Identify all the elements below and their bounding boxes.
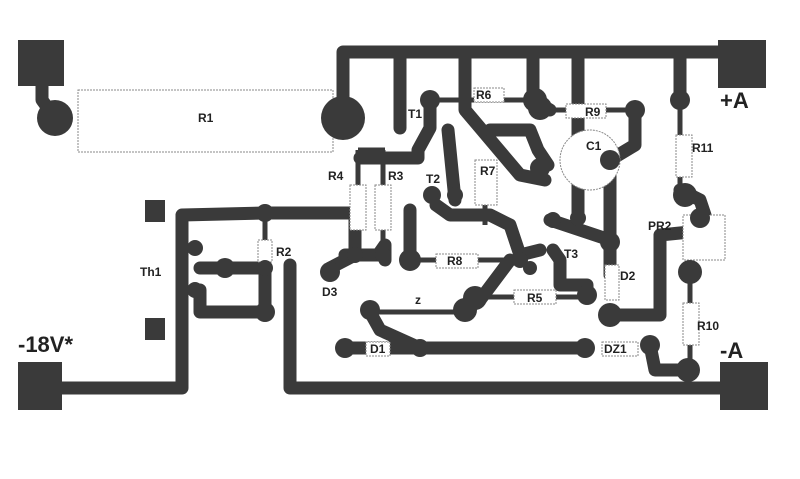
label-r4: R4 (328, 169, 344, 183)
label-r7: R7 (480, 164, 496, 178)
label-t3: T3 (564, 247, 578, 261)
label-pr2: PR2 (648, 219, 672, 233)
label-r10: R10 (697, 319, 719, 333)
solder-pads (37, 88, 710, 382)
label-d3: D3 (322, 285, 338, 299)
label-th1: Th1 (140, 265, 162, 279)
label-r9: R9 (585, 105, 601, 119)
label-c1: C1 (586, 139, 602, 153)
label-z: z (415, 293, 421, 307)
label-d1: D1 (370, 342, 386, 356)
terminal-plus-a: +A (720, 88, 749, 113)
label-d2: D2 (620, 269, 636, 283)
label-t1: T1 (408, 107, 422, 121)
label-dz1: DZ1 (604, 342, 627, 356)
label-r11: R11 (692, 141, 714, 155)
label-r6: R6 (476, 88, 492, 102)
label-r5: R5 (527, 291, 543, 305)
component-outlines (77, 87, 726, 357)
terminal-minus-a: -A (720, 338, 743, 363)
label-t2: T2 (426, 172, 440, 186)
label-r1: R1 (198, 111, 214, 125)
terminal-input-18v: -18V* (18, 332, 73, 357)
terminal-pads (18, 40, 768, 410)
label-r8: R8 (447, 254, 463, 268)
label-r3: R3 (388, 169, 404, 183)
labels: R1 T1 R6 R9 +A C1 R11 R4 R3 T2 R7 PR2 Th… (18, 88, 749, 363)
label-r2: R2 (276, 245, 292, 259)
